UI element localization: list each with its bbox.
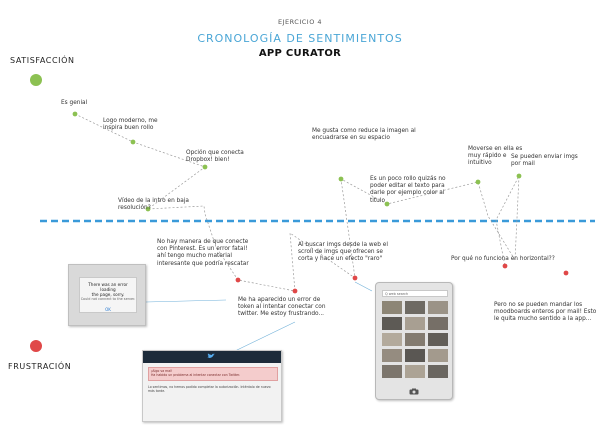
twitter-header: [143, 351, 281, 363]
frustration-label: FRUSTRACIÓN: [8, 362, 72, 371]
satisfaction-label: SATISFACCIÓN: [10, 56, 75, 65]
exercise-label: EJERCICIO 4: [277, 18, 323, 26]
error-dialog-screenshot: There was an error loading the page, sor…: [68, 264, 146, 326]
twitter-error-screenshot: ¡Algo va mal! Ha habido un problema al i…: [142, 350, 282, 422]
note-fast: Moverse en ella es muy rápido e intuitiv…: [468, 146, 523, 167]
image-thumbnail[interactable]: [405, 333, 425, 346]
image-thumbnail[interactable]: [428, 333, 448, 346]
camera-icon[interactable]: [409, 388, 419, 395]
note-mail: Se pueden enviar imgs por mail: [511, 154, 578, 168]
note-pinterest: No hay manera de que conecte con Pintere…: [157, 239, 249, 267]
point-fast: [475, 179, 481, 185]
image-thumbnail[interactable]: [382, 317, 402, 330]
image-thumbnail[interactable]: [428, 301, 448, 314]
image-thumbnail[interactable]: [405, 317, 425, 330]
error-line-1: There was an error loading: [88, 282, 128, 292]
image-thumbnail[interactable]: [382, 301, 402, 314]
twitter-alert-text: Ha habido un problema al intentar conect…: [151, 373, 241, 377]
image-thumbnail[interactable]: [405, 349, 425, 362]
point-horizontal: [502, 263, 508, 269]
point-image: [338, 176, 344, 182]
tablet-search-screenshot: Q web search: [375, 282, 453, 400]
note-twitter: Me ha aparecido un error de token al int…: [238, 297, 326, 318]
point-video: [145, 206, 151, 212]
note-dropbox: Opción que conecta Dropbox! bien!: [186, 150, 244, 164]
twitter-alert-title: ¡Algo va mal!: [151, 369, 173, 373]
image-thumbnail[interactable]: [405, 365, 425, 378]
connector-twitter: [234, 321, 296, 352]
point-genial: [72, 111, 78, 117]
connector-error: [145, 299, 227, 303]
note-genial: Es genial: [61, 100, 88, 106]
image-thumbnail[interactable]: [405, 301, 425, 314]
point-moodboards: [563, 270, 569, 276]
image-thumbnail[interactable]: [428, 349, 448, 362]
diagram-title: CRONOLOGÍA DE SENTIMIENTOS: [197, 32, 403, 45]
twitter-bird-icon: [207, 353, 215, 358]
note-text: Es un poco rollo quizás no poder editar …: [370, 176, 446, 204]
image-thumbnail[interactable]: [382, 349, 402, 362]
tablet-search-input[interactable]: Q web search: [382, 290, 448, 297]
note-logo: Logo moderno, me inspira buen rollo: [103, 118, 158, 132]
note-image: Me gusta como reduce la imagen al encuad…: [312, 128, 416, 142]
point-scroll: [352, 275, 358, 281]
point-logo: [130, 139, 136, 145]
twitter-body-text: Lo sentimos, no hemos podido completar l…: [148, 385, 271, 393]
note-scroll: Al buscar imgs desde la web el scroll de…: [298, 242, 388, 263]
point-text: [384, 201, 390, 207]
app-name: APP CURATOR: [258, 48, 342, 59]
twitter-alert: ¡Algo va mal! Ha habido un problema al i…: [148, 367, 278, 381]
point-dropbox: [202, 164, 208, 170]
satisfaction-end-dot: [30, 74, 42, 86]
error-ok-button[interactable]: OK: [105, 307, 111, 312]
error-dialog: There was an error loading the page, sor…: [79, 277, 137, 313]
tablet-image-grid: [382, 301, 448, 385]
image-thumbnail[interactable]: [428, 365, 448, 378]
note-moodboards: Pero no se pueden mandar los moodboards …: [494, 302, 597, 323]
connector-tablet: [354, 281, 373, 292]
frustration-end-dot: [30, 340, 42, 352]
note-horizontal: Por qué no funciona en horizontal??: [451, 256, 555, 262]
error-line-2: the page, sorry.: [91, 292, 125, 297]
error-line-3: Could not connect to the server.: [80, 297, 136, 301]
note-video: Vídeo de la intro en baja resolución?: [118, 198, 189, 212]
point-pinterest: [235, 277, 241, 283]
point-twitter: [292, 288, 298, 294]
image-thumbnail[interactable]: [428, 317, 448, 330]
image-thumbnail[interactable]: [382, 333, 402, 346]
point-mail: [516, 173, 522, 179]
image-thumbnail[interactable]: [382, 365, 402, 378]
